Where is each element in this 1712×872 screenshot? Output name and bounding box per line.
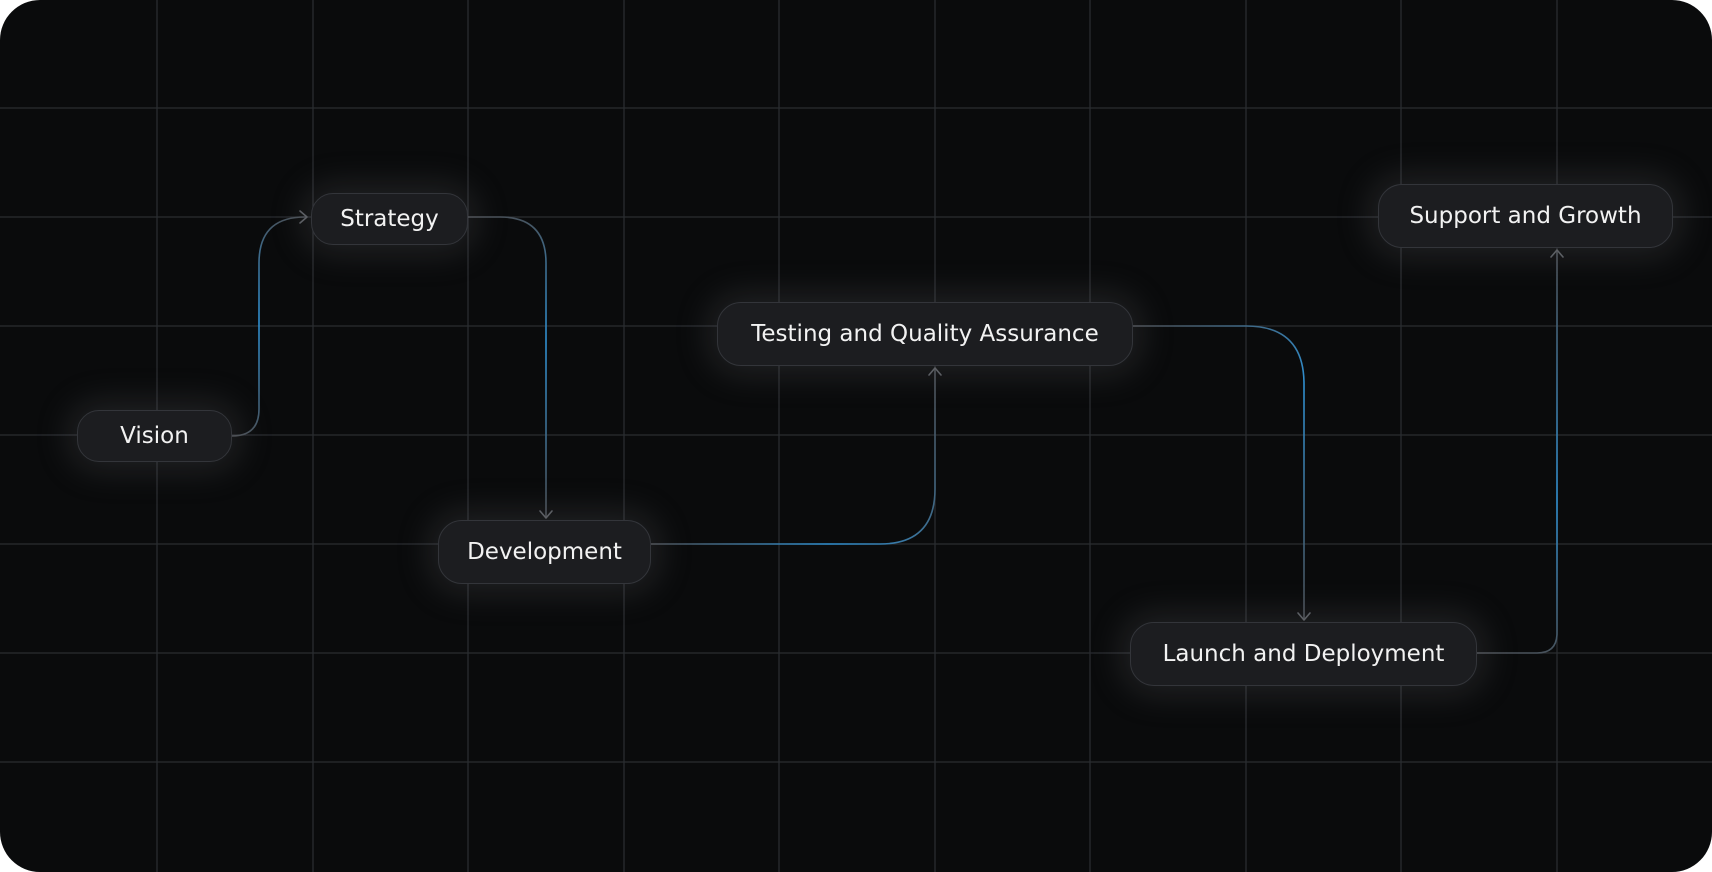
arrowhead-strategy xyxy=(299,210,308,224)
node-strategy[interactable]: Strategy xyxy=(311,193,468,245)
node-label: Support and Growth xyxy=(1409,203,1642,229)
node-vision[interactable]: Vision xyxy=(77,410,232,462)
connector-strategy-development xyxy=(467,216,547,517)
arrowhead-launch xyxy=(1297,612,1311,621)
node-launch-and-deployment[interactable]: Launch and Deployment xyxy=(1130,622,1477,686)
node-label: Launch and Deployment xyxy=(1162,641,1445,667)
node-label: Strategy xyxy=(340,206,439,232)
arrowhead-development xyxy=(539,510,553,519)
connector-testing-launch xyxy=(1132,325,1305,619)
arrowhead-testing xyxy=(928,367,942,376)
node-label: Testing and Quality Assurance xyxy=(751,321,1099,347)
connector-development-testing xyxy=(650,369,936,545)
node-support-and-growth[interactable]: Support and Growth xyxy=(1378,184,1673,248)
connector-launch-support xyxy=(1476,251,1558,654)
node-testing-and-quality-assurance[interactable]: Testing and Quality Assurance xyxy=(717,302,1133,366)
node-label: Development xyxy=(467,539,622,565)
connector-vision-strategy xyxy=(231,216,306,437)
arrowhead-support xyxy=(1550,249,1564,258)
node-development[interactable]: Development xyxy=(438,520,651,584)
node-label: Vision xyxy=(120,423,189,449)
